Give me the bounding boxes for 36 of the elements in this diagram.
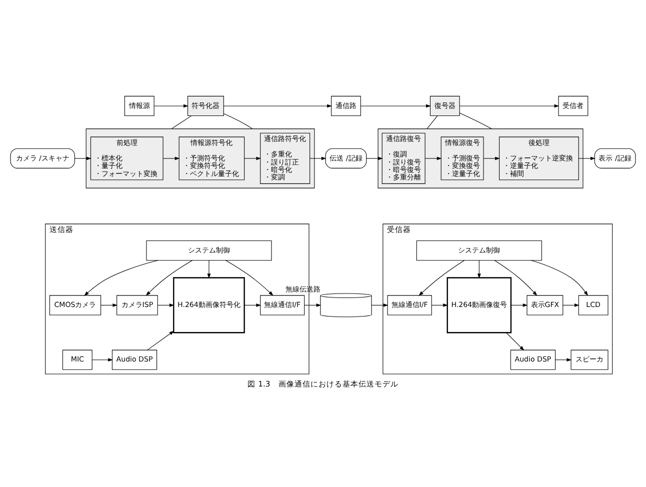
arrow xyxy=(494,260,538,296)
arrow xyxy=(459,104,560,108)
arrow xyxy=(147,330,174,350)
arrow xyxy=(506,332,524,351)
arrow xyxy=(371,303,388,307)
arrow xyxy=(92,358,113,362)
arrow xyxy=(424,156,442,160)
arrow xyxy=(562,303,580,307)
arrow xyxy=(146,260,193,296)
arrow xyxy=(304,303,322,307)
arrow xyxy=(154,104,188,108)
arrow xyxy=(510,303,528,307)
arrow xyxy=(310,156,326,160)
arrow xyxy=(244,156,262,160)
arrow xyxy=(418,260,465,296)
arrow xyxy=(84,260,158,296)
arrow xyxy=(100,303,118,307)
arrow xyxy=(530,260,588,296)
connector xyxy=(426,116,438,130)
arrow xyxy=(578,156,596,160)
arrow xyxy=(360,104,431,108)
arrow xyxy=(432,303,448,307)
arrow xyxy=(244,303,262,307)
connector xyxy=(223,113,253,130)
arrow xyxy=(157,303,174,307)
arrow xyxy=(366,156,383,160)
arrow xyxy=(162,156,180,160)
connector xyxy=(459,112,492,130)
arrow xyxy=(223,104,332,108)
arrow xyxy=(483,156,500,160)
connector xyxy=(171,116,192,130)
arrow xyxy=(225,260,274,296)
arrow xyxy=(207,260,211,279)
arrow xyxy=(555,358,572,362)
arrow xyxy=(477,260,481,279)
arrow xyxy=(74,156,92,160)
